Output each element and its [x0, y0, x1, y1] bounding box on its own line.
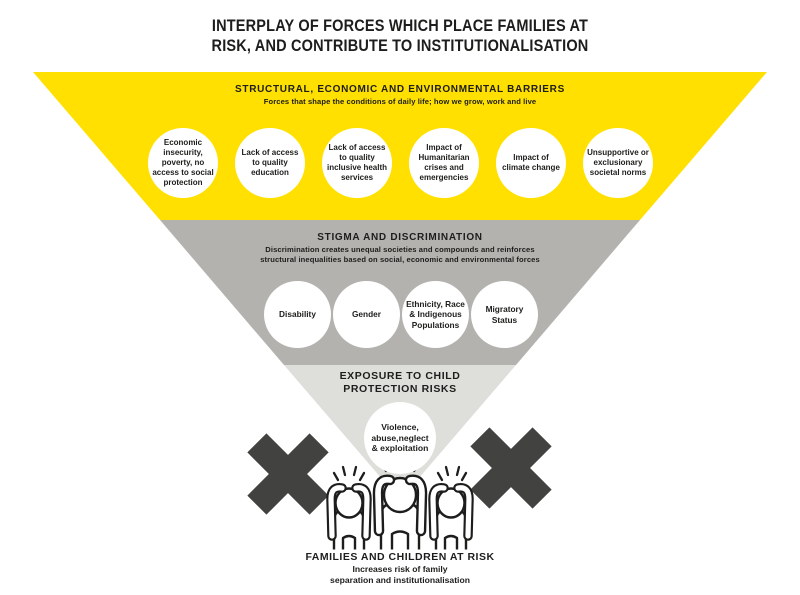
- page-title: INTERPLAY OF FORCES WHICH PLACE FAMILIES…: [48, 16, 752, 56]
- stigma-subtitle-line2: structural inequalities based on social,…: [260, 254, 540, 264]
- stigma-circle-gender: Gender: [333, 281, 400, 348]
- distressed-people-icon: [326, 455, 474, 550]
- x-mark-icon-left: [247, 433, 329, 515]
- stigma-subtitle-line1: Discrimination creates unequal societies…: [265, 245, 535, 254]
- barrier-circle-humanitarian: Impact of Humanitarian crises and emerge…: [409, 128, 479, 198]
- exposure-title-line1: EXPOSURE TO CHILD: [339, 370, 461, 382]
- stigma-circle-migratory: Migratory Status: [471, 281, 538, 348]
- stigma-band-subtitle: Discrimination creates unequal societies…: [0, 245, 800, 265]
- footer-subtitle: Increases risk of family separation and …: [0, 564, 800, 585]
- exposure-band-title: EXPOSURE TO CHILD PROTECTION RISKS: [0, 370, 800, 396]
- stigma-band-title: STIGMA AND DISCRIMINATION: [317, 232, 483, 243]
- footer-subtitle-line2: separation and institutionalisation: [330, 574, 470, 585]
- barrier-circle-economic: Economic insecurity, poverty, no access …: [148, 128, 218, 198]
- x-mark-icon-right: [470, 427, 552, 509]
- barriers-band-title: STRUCTURAL, ECONOMIC AND ENVIRONMENTAL B…: [235, 84, 565, 95]
- stigma-circle-disability: Disability: [264, 281, 331, 348]
- barrier-circle-norms: Unsupportive or exclusionary societal no…: [583, 128, 653, 198]
- barrier-circle-health: Lack of access to quality inclusive heal…: [322, 128, 392, 198]
- page-title-line1: INTERPLAY OF FORCES WHICH PLACE FAMILIES…: [211, 17, 589, 35]
- footer-title: FAMILIES AND CHILDREN AT RISK: [305, 551, 495, 563]
- barriers-band-subtitle: Forces that shape the conditions of dail…: [263, 97, 537, 106]
- exposure-circle-violence: Violence, abuse,neglect & exploitation: [364, 402, 436, 474]
- stigma-circle-ethnicity: Ethnicity, Race & Indigenous Populations: [402, 281, 469, 348]
- footer-subtitle-line1: Increases risk of family: [352, 564, 448, 574]
- barrier-circle-education: Lack of access to quality education: [235, 128, 305, 198]
- page-title-line2: RISK, AND CONTRIBUTE TO INSTITUTIONALISA…: [211, 37, 589, 56]
- exposure-title-line2: PROTECTION RISKS: [343, 383, 457, 396]
- barrier-circle-climate: Impact of climate change: [496, 128, 566, 198]
- barriers-band-shape: [33, 72, 767, 220]
